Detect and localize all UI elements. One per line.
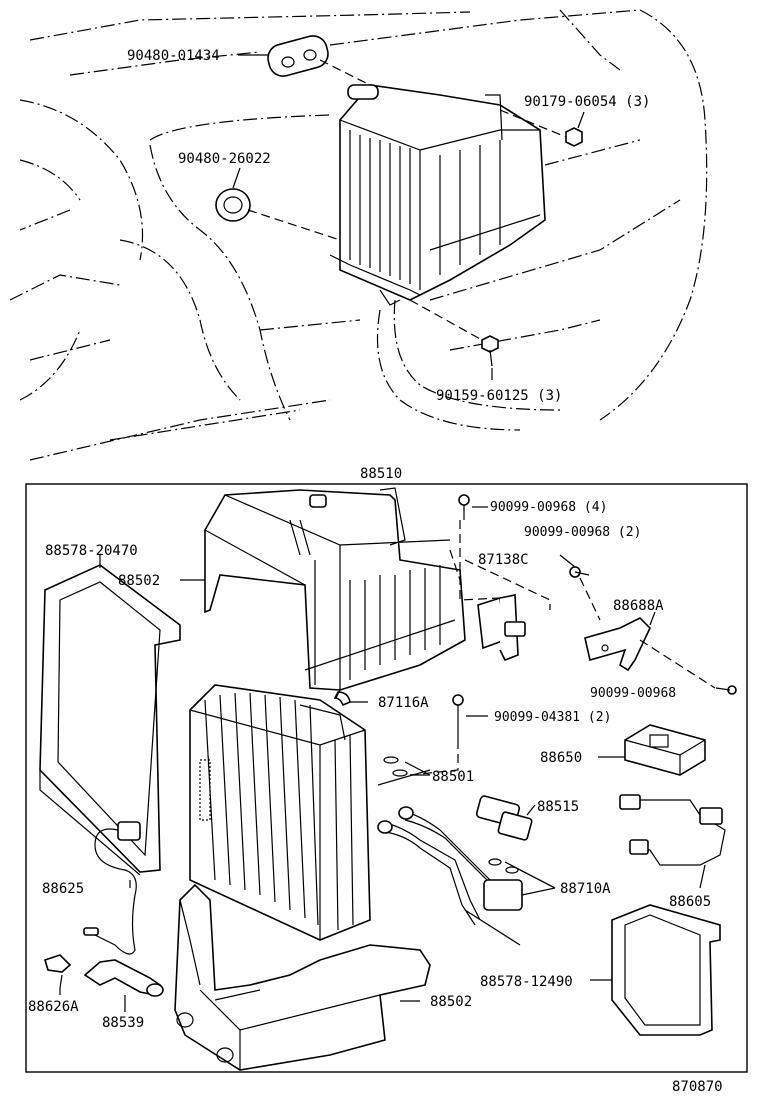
- screw-90099-00968-c: [715, 685, 737, 695]
- seal-88578-12490: [611, 904, 721, 1036]
- lower-case-88502: [174, 883, 431, 1071]
- pipe-88710A: [377, 806, 523, 946]
- label-90099-00968: 90099-00968: [590, 686, 676, 701]
- nut-90179-06054: [565, 127, 583, 147]
- label-90480-01434: 90480-01434: [127, 48, 220, 64]
- label-90179-06054: 90179-06054 (3): [524, 94, 650, 110]
- grommet-90480-26022: [215, 188, 251, 222]
- label-88650: 88650: [540, 750, 582, 766]
- screw-90099-00968-a: [458, 494, 470, 520]
- label-88578-12490: 88578-12490: [480, 974, 573, 990]
- label-90099-00968-2: 90099-00968 (2): [524, 525, 641, 540]
- assembly-88510-frame: [25, 483, 748, 1073]
- label-88510: 88510: [360, 466, 402, 482]
- label-90099-04381: 90099-04381 (2): [494, 710, 611, 725]
- label-88502-lower: 88502: [430, 994, 472, 1010]
- label-88626A: 88626A: [28, 999, 79, 1015]
- resistor-87138C: [477, 594, 526, 662]
- evaporator-88501: [189, 684, 371, 941]
- valve-88515: [475, 795, 533, 841]
- upper-leader-lines: [232, 54, 585, 380]
- bolt-90159-60125: [481, 335, 499, 367]
- label-88515: 88515: [537, 799, 579, 815]
- label-870870: 870870: [672, 1079, 723, 1095]
- label-88578-20470: 88578-20470: [45, 543, 138, 559]
- upper-case-88502: [204, 487, 466, 691]
- label-88710A: 88710A: [560, 881, 611, 897]
- label-88539: 88539: [102, 1015, 144, 1031]
- label-88605: 88605: [669, 894, 711, 910]
- screw-90099-04381: [452, 694, 464, 740]
- lower-leader-lines: [59, 506, 716, 1012]
- o-rings-88501: [383, 756, 408, 777]
- label-88625: 88625: [42, 881, 84, 897]
- clip-88626A: [44, 954, 72, 989]
- label-90480-26022: 90480-26022: [178, 151, 271, 167]
- drain-hose-88539: [83, 959, 164, 997]
- label-88502-upper: 88502: [118, 573, 160, 589]
- grommet-90480-01434: [267, 35, 329, 77]
- label-90159-60125: 90159-60125 (3): [436, 388, 562, 404]
- clamp-87116A: [333, 691, 351, 707]
- bracket-88688A: [584, 617, 651, 672]
- label-87138C: 87138C: [478, 552, 529, 568]
- ecu-88650: [624, 724, 706, 776]
- wire-harness-88605: [619, 794, 726, 866]
- screw-90099-00968-b: [569, 566, 590, 578]
- cooling-unit-assembly: [329, 84, 546, 306]
- label-90099-00968-4: 90099-00968 (4): [490, 500, 607, 515]
- label-88688A: 88688A: [613, 598, 664, 614]
- label-88501: 88501: [432, 769, 474, 785]
- label-87116A: 87116A: [378, 695, 429, 711]
- seal-88578-20470: [39, 564, 181, 876]
- thermistor-88625: [83, 821, 141, 955]
